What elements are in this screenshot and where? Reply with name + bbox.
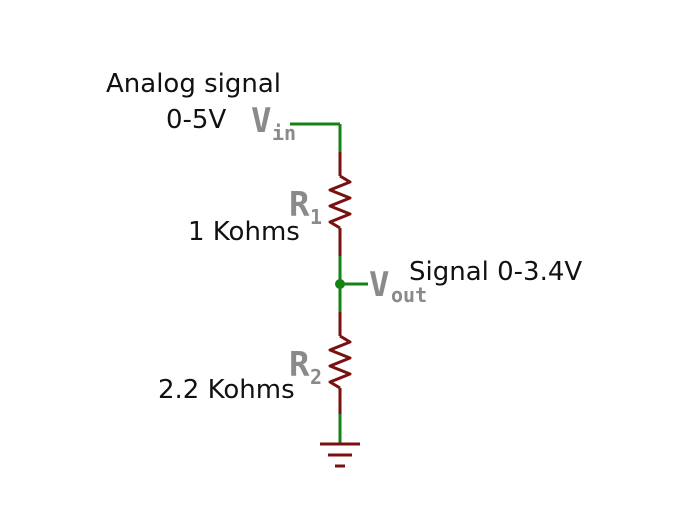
r1-value: 1 Kohms [188,217,300,247]
vout-pin-label: V [369,265,389,305]
junction-dot [335,279,345,289]
vin-note-line2: 0-5V [166,105,226,135]
r1-label: R [289,185,310,225]
r2-value: 2.2 Kohms [158,375,295,405]
vin-pin-label: V [251,101,271,141]
r2-label: R [289,345,310,385]
r2-label-subscript: 2 [310,365,322,389]
resistor-r1 [328,174,352,230]
vin-pin-subscript: in [272,121,296,145]
ground-symbol [320,442,360,468]
vout-pin-subscript: out [391,283,427,307]
r1-label-subscript: 1 [310,205,322,229]
vout-note: Signal 0-3.4V [409,257,582,287]
vin-note-line1: Analog signal [106,69,281,99]
resistor-r2 [328,334,352,390]
